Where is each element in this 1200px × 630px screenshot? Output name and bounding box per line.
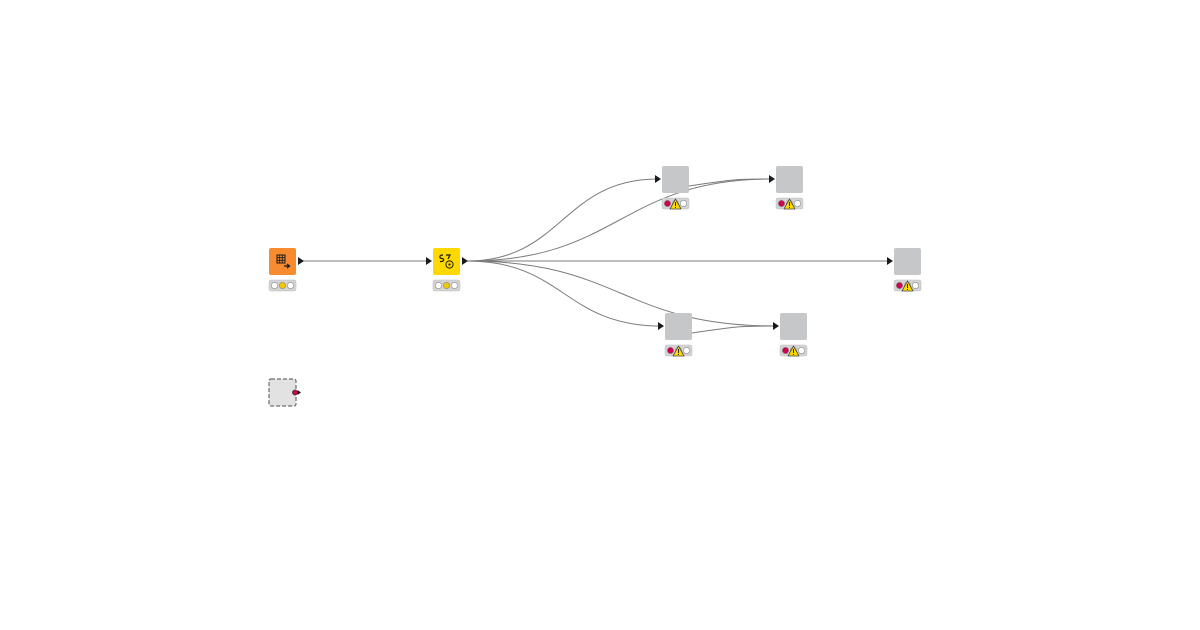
traffic-light-green [682, 346, 690, 354]
input-port-icon[interactable] [658, 322, 664, 330]
traffic-light-red [663, 200, 671, 208]
output-port-icon[interactable] [297, 390, 302, 395]
connection-missing-node-1-to-missing-node-2[interactable] [688, 178, 773, 187]
node-table-reader[interactable] [268, 248, 304, 292]
node-missing-node-2[interactable] [769, 166, 804, 210]
node-body[interactable] [776, 166, 803, 193]
node-string-manipulation[interactable] [426, 248, 468, 292]
input-port-icon[interactable] [769, 175, 775, 183]
traffic-light-green [286, 281, 294, 289]
letter-s-glyph [439, 254, 445, 263]
warning-icon-mark [675, 202, 676, 206]
digit-seven-glyph [446, 254, 451, 260]
traffic-light-red [666, 346, 674, 354]
node-status-indicator [893, 279, 922, 292]
node-status-indicator [268, 279, 297, 292]
input-port-icon[interactable] [887, 257, 893, 265]
node-body[interactable] [433, 248, 460, 275]
traffic-light-green [679, 200, 687, 208]
node-body[interactable] [662, 166, 689, 193]
component-node-body[interactable] [268, 378, 297, 407]
node-missing-node-3[interactable] [887, 248, 922, 292]
traffic-light-red [777, 200, 785, 208]
node-status-indicator [779, 344, 808, 357]
input-port-icon[interactable] [773, 322, 779, 330]
node-missing-node-5[interactable] [773, 313, 808, 357]
node-status-indicator [664, 344, 693, 357]
warning-icon-mark [907, 284, 908, 288]
warning-icon-dot [907, 289, 908, 290]
node-component-placeholder[interactable] [268, 378, 302, 407]
node-missing-node-4[interactable] [658, 313, 693, 357]
input-port-icon[interactable] [426, 257, 432, 265]
node-status-indicator [775, 197, 804, 210]
connection-missing-node-4-to-missing-node-5[interactable] [691, 325, 777, 334]
warning-icon-dot [675, 207, 676, 208]
gear-icon [445, 260, 454, 269]
gear-icon-hub [448, 263, 451, 266]
traffic-light-green [797, 346, 805, 354]
connection-string-manipulation-to-missing-node-1[interactable] [466, 178, 659, 262]
traffic-light-green [450, 281, 458, 289]
table-reader-icon [276, 254, 291, 269]
traffic-light-red [270, 281, 278, 289]
warning-icon-dot [793, 354, 794, 355]
table-grid [276, 254, 286, 264]
output-port-icon[interactable] [462, 257, 468, 265]
node-missing-node-1[interactable] [655, 166, 690, 210]
warning-icon-mark [789, 202, 790, 206]
string-manipulation-icon [439, 254, 454, 269]
node-status-indicator [432, 279, 461, 292]
traffic-light-green [793, 200, 801, 208]
traffic-light-red [781, 346, 789, 354]
warning-icon-mark [793, 349, 794, 353]
connection-string-manipulation-to-missing-node-4[interactable] [466, 260, 662, 327]
node-body[interactable] [665, 313, 692, 340]
warning-icon-dot [789, 207, 790, 208]
connection-string-manipulation-to-missing-node-2[interactable] [466, 178, 773, 262]
table-grid-lines [277, 255, 285, 263]
warning-icon-dot [678, 354, 679, 355]
component-output-dot[interactable] [292, 389, 298, 396]
warning-icon-mark [678, 349, 679, 353]
node-status-indicator [661, 197, 690, 210]
connections-layer [303, 178, 890, 334]
traffic-light-yellow [278, 281, 286, 289]
traffic-light-red [895, 281, 903, 289]
traffic-light-green [911, 281, 919, 289]
traffic-light-yellow [442, 281, 450, 289]
node-body[interactable] [780, 313, 807, 340]
nodes-layer [268, 166, 922, 407]
node-body[interactable] [894, 248, 921, 275]
connection-string-manipulation-to-missing-node-5[interactable] [466, 260, 777, 327]
output-port-icon[interactable] [298, 257, 304, 265]
arrow-right-icon [284, 263, 291, 269]
input-port-icon[interactable] [655, 175, 661, 183]
traffic-light-red [434, 281, 442, 289]
